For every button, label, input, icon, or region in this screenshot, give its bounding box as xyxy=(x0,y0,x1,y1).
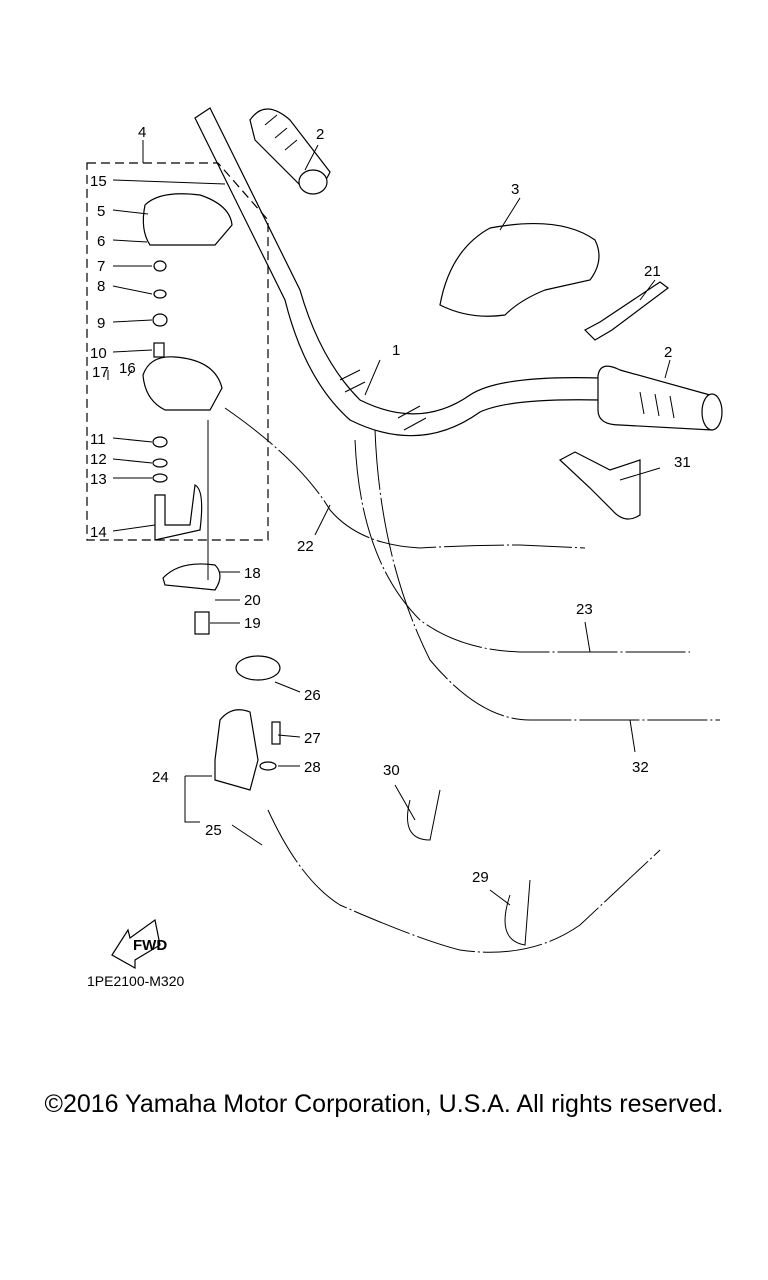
callout-12: 12 xyxy=(90,451,107,468)
leader-lines xyxy=(107,140,671,906)
grip-left xyxy=(249,108,331,195)
callout-20: 20 xyxy=(244,592,261,609)
cables xyxy=(224,407,720,953)
callout-15: 15 xyxy=(90,173,107,190)
rubber-boot xyxy=(558,451,641,520)
callout-3: 3 xyxy=(511,181,519,198)
callout-26: 26 xyxy=(304,687,321,704)
callout-10: 10 xyxy=(90,345,107,362)
callout-23: 23 xyxy=(576,601,593,618)
cable-tie xyxy=(584,281,669,341)
callout-labels: 1 2 2 3 4 5 6 7 8 9 10 11 12 13 14 15 16… xyxy=(90,124,691,886)
callout-7: 7 xyxy=(97,258,105,275)
fwd-arrow-icon: FWD xyxy=(111,918,167,970)
callout-32: 32 xyxy=(632,759,649,776)
parts-diagram: FWD 1 2 2 3 4 5 6 7 8 9 10 11 12 13 14 1… xyxy=(86,107,723,970)
callout-17: 17 xyxy=(92,364,109,381)
callout-27: 27 xyxy=(304,730,321,747)
callout-4: 4 xyxy=(138,124,146,141)
throttle-housing xyxy=(86,162,269,635)
callout-18: 18 xyxy=(244,565,261,582)
callout-11: 11 xyxy=(90,431,106,448)
grip-right xyxy=(597,365,723,431)
callout-2-left: 2 xyxy=(316,126,324,143)
callout-22: 22 xyxy=(297,538,314,555)
callout-30: 30 xyxy=(383,762,400,779)
copyright-notice: ©2016 Yamaha Motor Corporation, U.S.A. A… xyxy=(44,1090,724,1118)
callout-1: 1 xyxy=(392,342,400,359)
callout-25: 25 xyxy=(205,822,222,839)
callout-16: 16 xyxy=(119,360,136,377)
diagram-code: 1PE2100-M320 xyxy=(87,973,185,989)
callout-13: 13 xyxy=(90,471,107,488)
callout-29: 29 xyxy=(472,869,489,886)
callout-28: 28 xyxy=(304,759,321,776)
callout-9: 9 xyxy=(97,315,105,332)
callout-5: 5 xyxy=(97,203,105,220)
callout-31: 31 xyxy=(674,454,691,471)
fwd-label: FWD xyxy=(133,937,167,954)
callout-8: 8 xyxy=(97,278,105,295)
switch-assembly xyxy=(184,655,281,823)
handlebar-cover xyxy=(439,222,600,317)
callout-21: 21 xyxy=(644,263,661,280)
callout-24: 24 xyxy=(152,769,169,786)
callout-6: 6 xyxy=(97,233,105,250)
callout-14: 14 xyxy=(90,524,107,541)
callout-19: 19 xyxy=(244,615,261,632)
callout-2-right: 2 xyxy=(664,344,672,361)
